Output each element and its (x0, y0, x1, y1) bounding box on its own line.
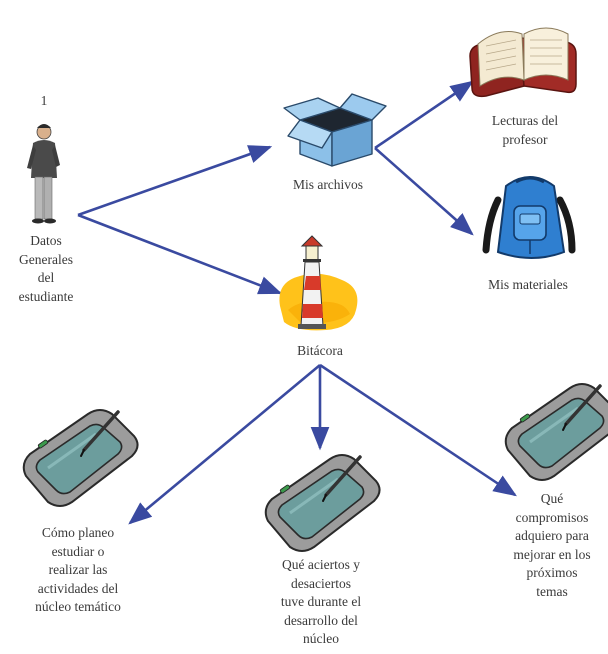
arrow-to-bitacora (77, 213, 283, 295)
person-icon (27, 124, 60, 224)
bitacora-label: Bitácora (297, 343, 343, 358)
tablet-icon (22, 408, 140, 508)
tablet-1-label: Cómo planeo estudiar o realizar las acti… (35, 525, 121, 614)
lighthouse-icon (279, 235, 358, 331)
arrow-to-mis-materiales (374, 147, 474, 236)
tablet-icon (264, 453, 382, 553)
student-label: Datos Generales del estudiante (18, 233, 74, 304)
backpack-icon (482, 176, 576, 259)
mis-materiales-label: Mis materiales (488, 277, 568, 292)
box-icon (283, 93, 387, 167)
tablet-2-label: Qué aciertos y desaciertos tuve durante … (280, 557, 362, 646)
mis-archivos-label: Mis archivos (292, 177, 364, 192)
arrow-to-mis-archivos (77, 145, 273, 217)
tablet-3-label: Qué compromisos adquiero para mejorar en… (513, 491, 591, 599)
lecturas-label: Lecturas del profesor (491, 113, 559, 147)
book-icon (469, 27, 577, 98)
arrow-to-tablet-1 (128, 364, 321, 525)
arrow-to-lecturas (374, 80, 474, 150)
connector-arrows (77, 80, 517, 525)
arrow-to-tablet-3 (319, 363, 517, 497)
student-number: 1 (40, 93, 48, 108)
tablet-icon (504, 382, 608, 482)
